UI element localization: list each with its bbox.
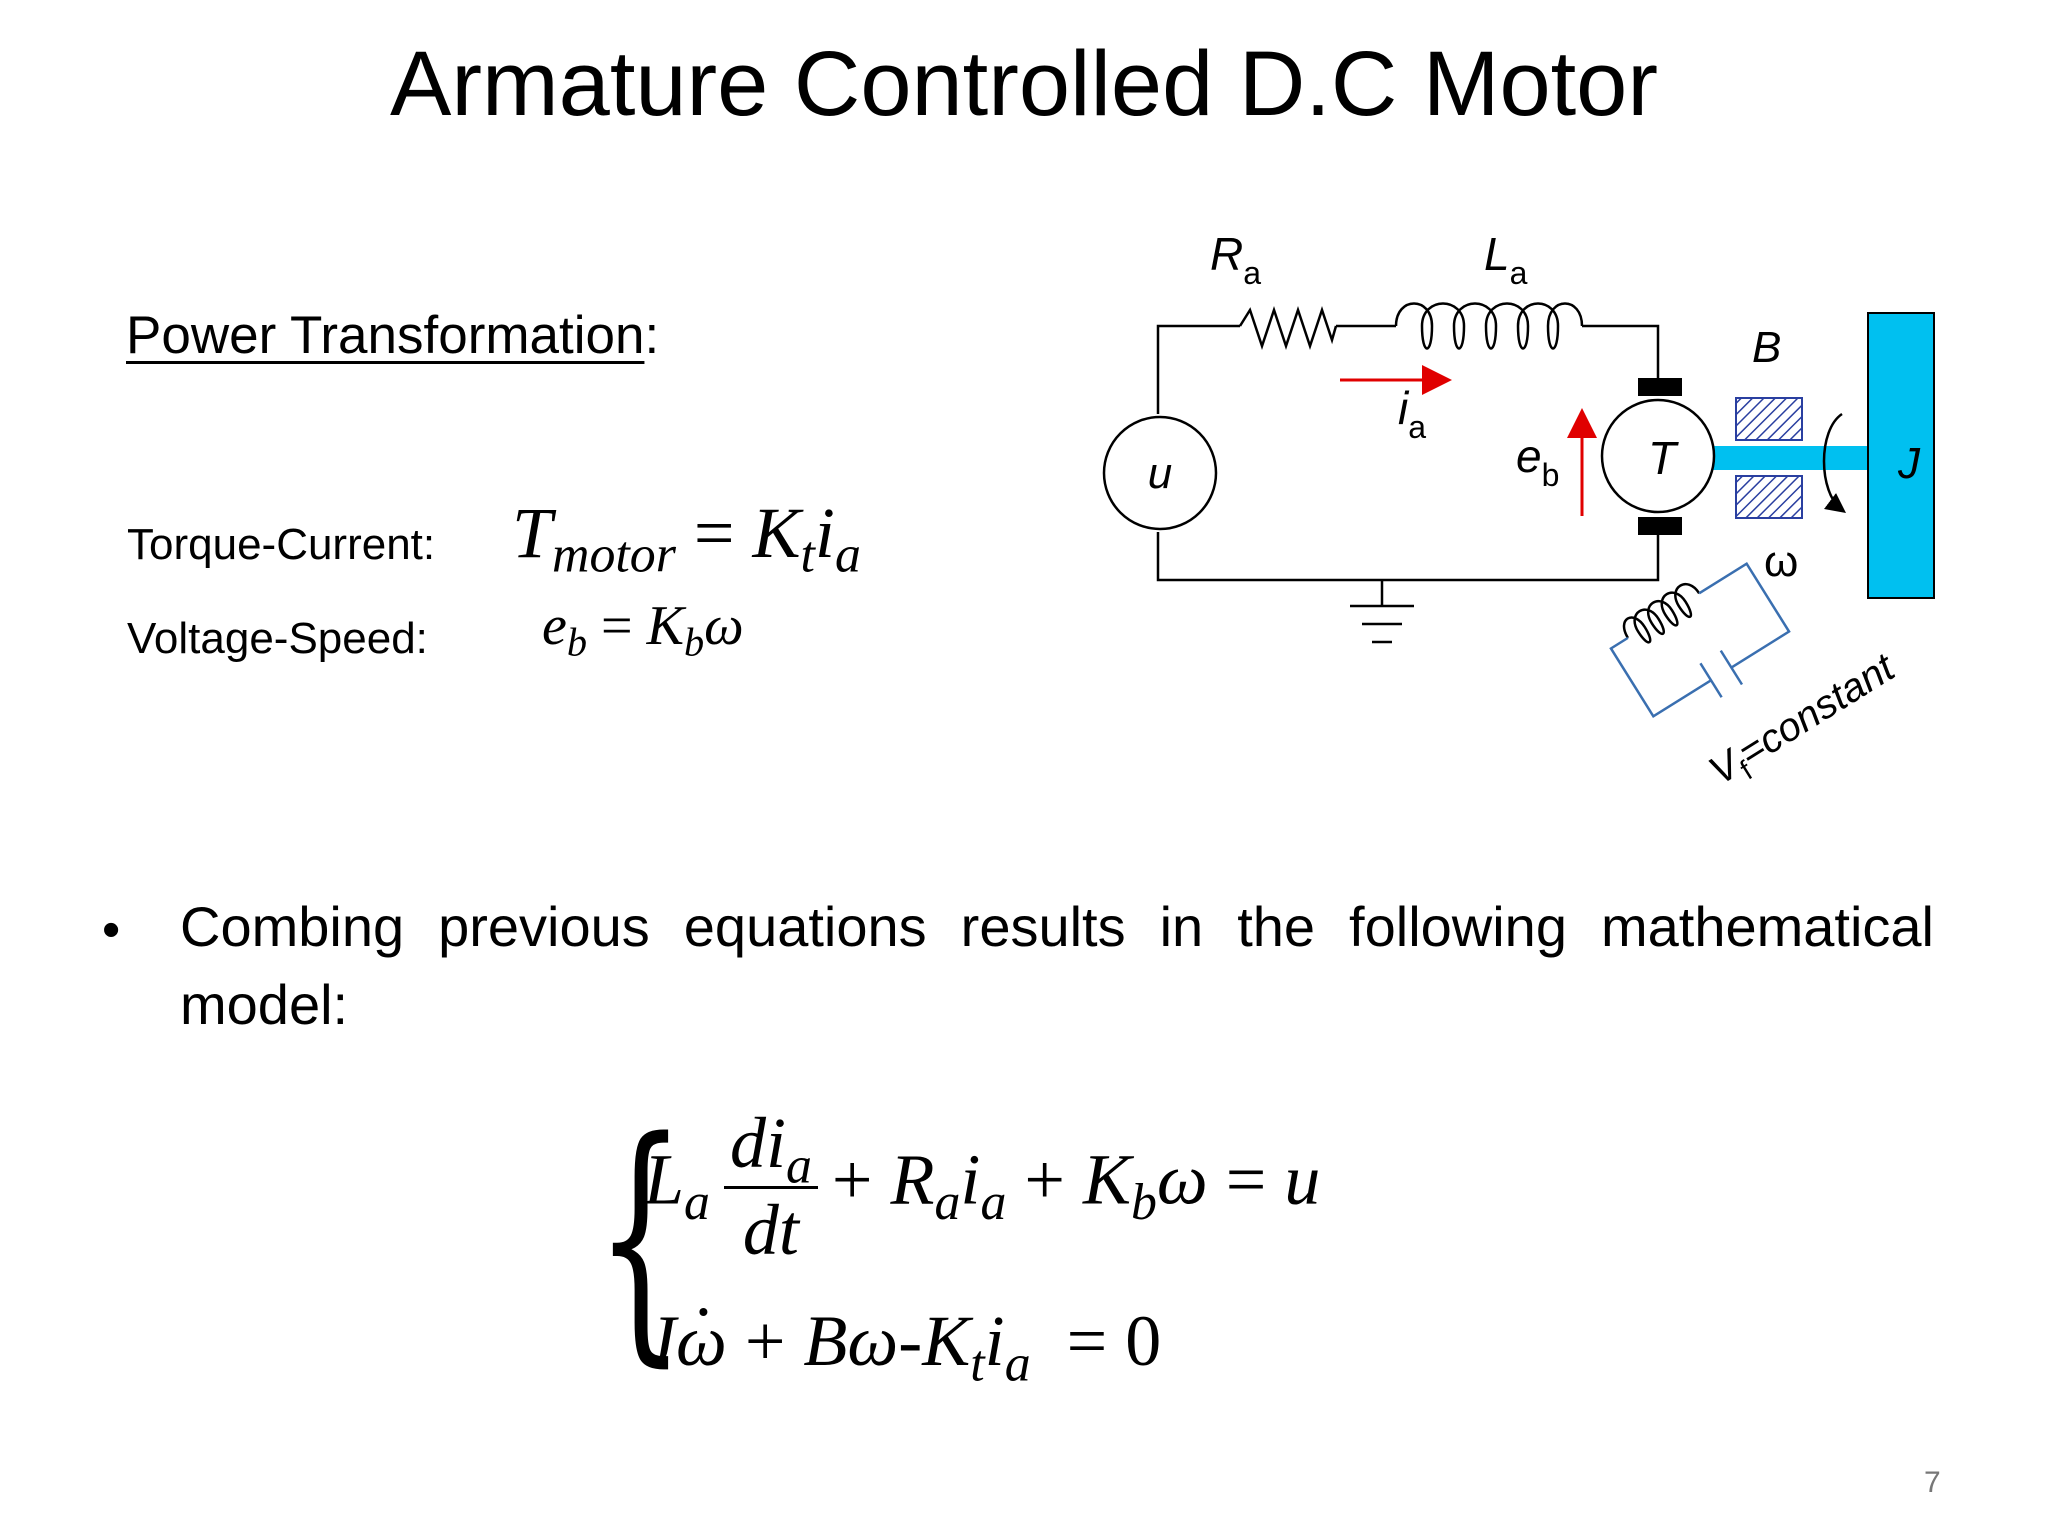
bullet-marker: • [102,901,121,959]
torque-current-label: Torque-Current: [127,520,436,569]
section-heading-text: Power Transformation [126,306,645,365]
motor-armature [1600,398,1716,514]
inductor-label: La [1484,228,1528,291]
section-heading-colon: : [644,306,660,365]
resistor-label: Ra [1210,228,1261,291]
field-circuit [1609,561,1791,719]
voltage-speed-label: Voltage-Speed: [127,614,428,663]
motor-brush-top [1638,378,1682,396]
voltage-speed-equation: eb = Kbω [542,595,744,665]
bullet-text: Combing previous equations results in th… [180,895,1934,1036]
motor-label: T [1648,432,1679,484]
back-emf-label: eb [1516,430,1559,493]
current-label: ia [1398,382,1426,445]
circuit-wires [1156,324,1660,606]
page-number: 7 [1924,1466,1941,1499]
source-label: u [1148,449,1172,498]
rotation-arrow [1822,412,1846,514]
torque-current-equation: Tmotor = Ktia [512,493,861,584]
mechanical-equation: Jω + Bω-Ktia = 0 [644,1301,1162,1393]
motor-brush-bottom [1638,517,1682,535]
system-brace: { [595,1087,686,1389]
voltage-source [1102,415,1218,531]
motor-shaft [1712,446,1872,470]
inertia-label: J [1897,439,1921,488]
bearing-bottom [1735,475,1803,519]
bearing-top [1735,397,1803,441]
section-heading: Power Transformation: [126,305,659,366]
speed-label: ω [1764,537,1798,586]
inductor-symbol [1394,302,1584,350]
ground-symbol [1350,604,1414,644]
damping-label: B [1752,323,1781,372]
slide-title: Armature Controlled D.C Motor [390,33,1658,135]
inertia-block [1867,312,1935,599]
resistor-symbol [1238,306,1338,350]
